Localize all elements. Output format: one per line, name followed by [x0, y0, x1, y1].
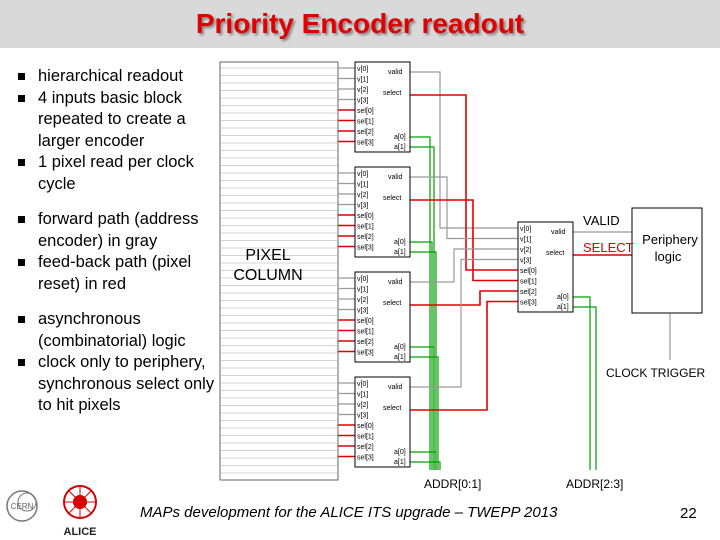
select-label: SELECT: [583, 240, 634, 255]
encoder-block-top: v[0] v[1] v[2] v[3] sel[0] sel[1] sel[2] sel[3]…: [517, 221, 574, 313]
block-pin-label: sel[1]: [357, 329, 374, 336]
block-pin-label: v[0]: [357, 381, 368, 388]
addr23-label: ADDR[2:3]: [566, 477, 623, 491]
valid-pin-label: valid: [388, 69, 403, 76]
addr01-label: ADDR[0:1]: [424, 477, 481, 491]
clock-trigger-label: CLOCK TRIGGER: [606, 366, 705, 380]
block-pin-label: v[2]: [357, 402, 368, 409]
a1-pin-label: a[1]: [394, 144, 406, 151]
a1-pin-label: a[1]: [557, 304, 569, 311]
a0-pin-label: a[0]: [394, 344, 406, 351]
block-pin-label: sel[0]: [520, 268, 537, 275]
bullet-item: 4 inputs basic block repeated to create …: [18, 88, 218, 153]
pixel-column-label-1: PIXEL: [245, 247, 290, 264]
cern-logo: CERN: [6, 490, 38, 522]
block-pin-label: v[3]: [357, 203, 368, 210]
block-pin-label: sel[2]: [357, 444, 374, 451]
block-pin-label: sel[1]: [357, 119, 374, 126]
block-pin-label: sel[0]: [357, 108, 374, 115]
select-pin-label: select: [383, 90, 401, 97]
valid-pin-label: valid: [551, 229, 566, 236]
block-pin-label: sel[2]: [357, 234, 374, 241]
bullet-item: clock only to periphery, synchronous sel…: [18, 352, 218, 417]
encoder-block-3: v[0] v[1] v[2] v[3] sel[0] sel[1] sel[2] sel[3]…: [354, 271, 411, 363]
block-pin-label: v[2]: [357, 192, 368, 199]
pixel-column-box: [219, 61, 339, 481]
valid-pin-label: valid: [388, 174, 403, 181]
block-pin-label: v[2]: [520, 247, 531, 254]
select-pin-label: select: [546, 250, 564, 257]
block-pin-label: v[3]: [357, 98, 368, 105]
block-pin-label: v[3]: [357, 308, 368, 315]
periphery-label-2: logic: [655, 249, 682, 264]
block-pin-label: sel[3]: [357, 245, 374, 252]
encoder-block-4: v[0] v[1] v[2] v[3] sel[0] sel[1] sel[2] sel[3]…: [354, 376, 411, 468]
select-pin-label: select: [383, 405, 401, 412]
block-pin-label: sel[3]: [520, 300, 537, 307]
block-pin-label: sel[1]: [357, 224, 374, 231]
valid-pin-label: valid: [388, 384, 403, 391]
svg-text:CERN: CERN: [11, 502, 34, 511]
block-pin-label: sel[2]: [357, 129, 374, 136]
bullet-item: 1 pixel read per clock cycle: [18, 152, 218, 195]
a1-pin-label: a[1]: [394, 354, 406, 361]
block-pin-label: v[0]: [520, 226, 531, 233]
wires: [338, 67, 671, 470]
block-pin-label: v[1]: [357, 182, 368, 189]
block-pin-label: v[2]: [357, 87, 368, 94]
pixel-column-label-2: COLUMN: [233, 267, 302, 284]
block-pin-label: v[1]: [357, 392, 368, 399]
encoder-block-2: v[0] v[1] v[2] v[3] sel[0] sel[1] sel[2] sel[3]…: [354, 166, 411, 258]
block-pin-label: sel[3]: [357, 455, 374, 462]
a1-pin-label: a[1]: [394, 249, 406, 256]
block-pin-label: sel[3]: [357, 350, 374, 357]
block-pin-label: v[3]: [520, 258, 531, 265]
bullet-item: forward path (address encoder) in gray: [18, 209, 218, 252]
bullet-list: hierarchical readout 4 inputs basic bloc…: [18, 66, 218, 417]
alice-logo: ALICE: [63, 485, 97, 538]
a1-pin-label: a[1]: [394, 459, 406, 466]
periphery-box: [631, 207, 703, 314]
select-pin-label: select: [383, 300, 401, 307]
block-pin-label: sel[0]: [357, 213, 374, 220]
page-number: 22: [680, 505, 697, 522]
block-pin-label: sel[0]: [357, 423, 374, 430]
pixel-row-lines: [220, 67, 338, 474]
a0-pin-label: a[0]: [394, 239, 406, 246]
encoder-blocks: v[0] v[1] v[2] v[3] sel[0] sel[1] sel[2] sel[3]…: [354, 61, 574, 468]
svg-text:ALICE: ALICE: [64, 526, 97, 538]
block-pin-label: v[1]: [357, 287, 368, 294]
a0-pin-label: a[0]: [394, 449, 406, 456]
bullet-item: hierarchical readout: [18, 66, 218, 88]
encoder-block-1: v[0] v[1] v[2] v[3] sel[0] sel[1] sel[2] sel[3]…: [354, 61, 411, 153]
a0-pin-label: a[0]: [557, 294, 569, 301]
block-pin-label: v[1]: [520, 237, 531, 244]
block-pin-label: sel[2]: [520, 289, 537, 296]
valid-pin-label: valid: [388, 279, 403, 286]
bullet-item: asynchronous (combinatorial) logic: [18, 309, 218, 352]
block-pin-label: v[3]: [357, 413, 368, 420]
block-pin-label: v[0]: [357, 66, 368, 73]
bullet-item: feed-back path (pixel reset) in red: [18, 252, 218, 295]
select-pin-label: select: [383, 195, 401, 202]
page-title: Priority Encoder readout: [195, 8, 525, 39]
periphery-label-1: Periphery: [642, 232, 698, 247]
a0-pin-label: a[0]: [394, 134, 406, 141]
valid-label: VALID: [583, 213, 620, 228]
block-pin-label: sel[2]: [357, 339, 374, 346]
block-pin-label: sel[0]: [357, 318, 374, 325]
block-pin-label: v[0]: [357, 276, 368, 283]
block-pin-label: sel[1]: [520, 279, 537, 286]
block-pin-label: v[0]: [357, 171, 368, 178]
block-pin-label: sel[1]: [357, 434, 374, 441]
footer-text: MAPs development for the ALICE ITS upgra…: [140, 504, 558, 521]
block-pin-label: sel[3]: [357, 140, 374, 147]
block-pin-label: v[1]: [357, 77, 368, 84]
block-pin-label: v[2]: [357, 297, 368, 304]
title-band: [0, 0, 720, 48]
